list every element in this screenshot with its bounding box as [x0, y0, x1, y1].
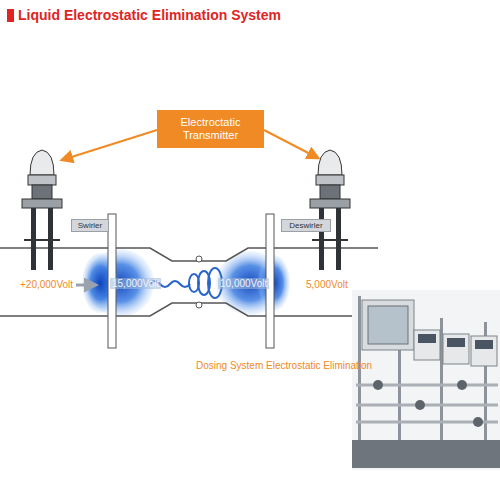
valve	[457, 380, 467, 390]
pipe-wall	[274, 247, 378, 249]
valve	[373, 380, 383, 390]
control-cabinet	[362, 300, 414, 350]
voltage-label: 10,000Volt	[218, 278, 269, 289]
pipe-wall	[0, 315, 108, 317]
mount-plate	[312, 239, 348, 241]
callout-box: Electroctatic Transmitter	[157, 110, 264, 148]
part-tag: Deswirler	[281, 219, 331, 232]
node-text: Electroctatic Transmitter	[160, 116, 261, 141]
transmitter-body	[316, 175, 344, 185]
diagram-caption: Dosing System Electrostatic Elimination	[196, 360, 372, 371]
valve	[415, 400, 425, 410]
transmitter-body	[32, 185, 52, 199]
node-text: Swirler	[78, 221, 102, 230]
diagram-title: Liquid Electrostatic Elimination System	[18, 7, 281, 23]
node-text: Deswirler	[289, 221, 322, 230]
mount-plate	[24, 239, 60, 241]
pressure-tap	[196, 256, 202, 262]
transmitter-body	[320, 185, 340, 199]
voltage-label: 5,000Volt	[304, 279, 350, 290]
transmitter-flange	[310, 199, 350, 208]
leader-arrow	[62, 130, 157, 160]
transmitter-body	[28, 175, 56, 185]
instrument-display	[418, 334, 436, 343]
part-tag: Swirler	[71, 219, 109, 232]
pressure-tap	[196, 302, 202, 308]
instrument-display	[475, 340, 493, 349]
instrument-box	[471, 336, 497, 366]
voltage-label: 15,000Volt	[110, 278, 161, 289]
transmitter-head	[318, 150, 342, 175]
skid-base	[352, 440, 500, 468]
instrument-box	[443, 334, 469, 364]
instrument-box	[414, 330, 440, 360]
pipe-wall	[0, 247, 108, 249]
venturi-wall	[116, 303, 266, 316]
frame-post	[358, 296, 361, 458]
equipment-photo	[352, 290, 500, 470]
process-pipe	[356, 404, 498, 407]
leader-arrow	[264, 130, 318, 158]
flow-arrow	[76, 284, 96, 287]
venturi-wall	[116, 248, 266, 261]
cabinet-window	[368, 306, 408, 344]
transmitter-flange	[22, 199, 62, 208]
valve	[473, 417, 483, 427]
instrument-display	[447, 338, 465, 347]
transmitter-head	[30, 150, 54, 175]
title-marker	[7, 9, 14, 22]
voltage-label: +20,000Volt	[18, 279, 75, 290]
